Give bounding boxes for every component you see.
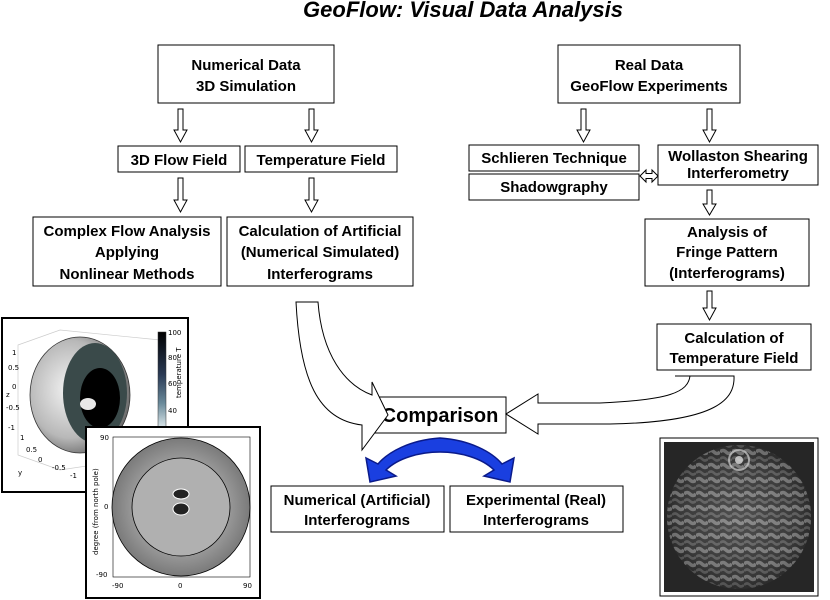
svg-text:Complex Flow Analysis: Complex Flow Analysis bbox=[44, 223, 211, 240]
svg-text:Applying: Applying bbox=[95, 244, 159, 261]
x-tick-0: 0 bbox=[178, 582, 182, 590]
x-tick-90: 90 bbox=[243, 582, 252, 590]
svg-text:Interferograms: Interferograms bbox=[304, 512, 410, 529]
y-tick-neg-1: -1 bbox=[70, 472, 77, 480]
svg-text:3D Flow Field: 3D Flow Field bbox=[131, 152, 228, 169]
arrow-flow-to-complex bbox=[173, 177, 188, 214]
node-calc-temperature-field: Calculation of Temperature Field bbox=[656, 323, 812, 371]
node-wollaston-interferometry: Wollaston Shearing Interferometry bbox=[657, 144, 819, 186]
photo-experimental-interferogram bbox=[659, 437, 819, 597]
arrow-num-to-temp bbox=[304, 108, 319, 144]
diagram-title: GeoFlow: Visual Data Analysis bbox=[303, 0, 623, 22]
cbar-tick-80: 80 bbox=[168, 354, 177, 362]
node-experimental-interferograms: Experimental (Real) Interferograms bbox=[449, 485, 624, 533]
svg-text:Temperature Field: Temperature Field bbox=[257, 152, 386, 169]
svg-text:Calculation of Artificial: Calculation of Artificial bbox=[239, 223, 402, 240]
svg-text:Interferograms: Interferograms bbox=[483, 512, 589, 529]
svg-text:Interferograms: Interferograms bbox=[267, 266, 373, 283]
arrow-real-to-schlieren bbox=[576, 108, 591, 144]
cbar-tick-100: 100 bbox=[168, 329, 181, 337]
arrow-real-to-wollaston bbox=[702, 108, 717, 144]
svg-text:Calculation of: Calculation of bbox=[684, 330, 784, 347]
arrow-double-shadow-wollaston bbox=[639, 168, 659, 184]
z-tick-0-5: 0.5 bbox=[8, 364, 19, 372]
node-comparison: Comparison bbox=[374, 396, 507, 434]
y-label: y bbox=[18, 469, 22, 477]
y-tick-1: 1 bbox=[20, 434, 24, 442]
plot-2d-simulation: 90 0 -90 -90 0 90 degree (from north pol… bbox=[85, 426, 261, 599]
arrow-num-to-flow bbox=[173, 108, 188, 144]
svg-text:Schlieren Technique: Schlieren Technique bbox=[481, 150, 627, 167]
svg-text:Nonlinear Methods: Nonlinear Methods bbox=[59, 266, 194, 283]
arrow-wollaston-to-fringe bbox=[702, 189, 717, 216]
y-tick-neg90: -90 bbox=[96, 571, 107, 579]
node-fringe-pattern: Analysis of Fringe Pattern (Interferogra… bbox=[644, 218, 810, 287]
node-shadowgraphy: Shadowgraphy bbox=[468, 173, 640, 201]
z-tick-1: 1 bbox=[12, 349, 16, 357]
svg-text:(Interferograms): (Interferograms) bbox=[669, 265, 785, 282]
y-axis-label-2d: degree (from north pole) bbox=[92, 468, 100, 555]
node-real-data: Real Data GeoFlow Experiments bbox=[557, 44, 741, 104]
z-tick-0: 0 bbox=[12, 383, 16, 391]
y-tick-0-2d: 0 bbox=[104, 503, 108, 511]
node-artificial-interferograms: Calculation of Artificial (Numerical Sim… bbox=[226, 216, 414, 287]
node-numerical-data: Numerical Data 3D Simulation bbox=[157, 44, 335, 104]
y-tick-neg-0-5: -0.5 bbox=[52, 464, 66, 472]
svg-text:Comparison: Comparison bbox=[382, 405, 499, 427]
z-label: z bbox=[6, 391, 10, 399]
node-numerical-interferograms: Numerical (Artificial) Interferograms bbox=[270, 485, 445, 533]
y-tick-0: 0 bbox=[38, 456, 42, 464]
svg-text:Wollaston Shearing: Wollaston Shearing bbox=[668, 148, 808, 165]
svg-text:Real Data: Real Data bbox=[615, 57, 684, 74]
arrow-calc-to-comparison bbox=[505, 375, 735, 435]
svg-text:Numerical (Artificial): Numerical (Artificial) bbox=[284, 492, 431, 509]
y-tick-90: 90 bbox=[100, 434, 109, 442]
svg-text:Interferometry: Interferometry bbox=[687, 165, 789, 182]
cbar-tick-60: 60 bbox=[168, 380, 177, 388]
svg-text:Analysis of: Analysis of bbox=[687, 224, 768, 241]
cbar-tick-40: 40 bbox=[168, 407, 177, 415]
svg-text:GeoFlow Experiments: GeoFlow Experiments bbox=[570, 78, 728, 95]
y-tick-0-5: 0.5 bbox=[26, 446, 37, 454]
svg-text:(Numerical Simulated): (Numerical Simulated) bbox=[241, 244, 399, 261]
svg-text:3D Simulation: 3D Simulation bbox=[196, 78, 296, 95]
arrow-fringe-to-calc bbox=[702, 290, 717, 322]
svg-text:Fringe Pattern: Fringe Pattern bbox=[676, 244, 778, 261]
x-tick-neg90: -90 bbox=[112, 582, 123, 590]
node-schlieren-technique: Schlieren Technique bbox=[468, 144, 640, 172]
svg-text:Numerical Data: Numerical Data bbox=[191, 57, 301, 74]
cbar-label: temperature T bbox=[175, 347, 183, 398]
svg-text:Shadowgraphy: Shadowgraphy bbox=[500, 179, 608, 196]
arrow-temp-to-artificial bbox=[304, 177, 319, 214]
z-tick-neg-0-5: -0.5 bbox=[6, 404, 20, 412]
node-3d-flow-field: 3D Flow Field bbox=[117, 145, 241, 173]
node-complex-flow-analysis: Complex Flow Analysis Applying Nonlinear… bbox=[32, 216, 222, 287]
arrow-artificial-to-comparison bbox=[295, 301, 389, 452]
z-tick-neg-1: -1 bbox=[8, 424, 15, 432]
svg-text:Experimental (Real): Experimental (Real) bbox=[466, 492, 606, 509]
node-temperature-field: Temperature Field bbox=[244, 145, 398, 173]
svg-text:Temperature Field: Temperature Field bbox=[670, 350, 799, 367]
arc-arrow-comparison-split bbox=[365, 437, 515, 483]
